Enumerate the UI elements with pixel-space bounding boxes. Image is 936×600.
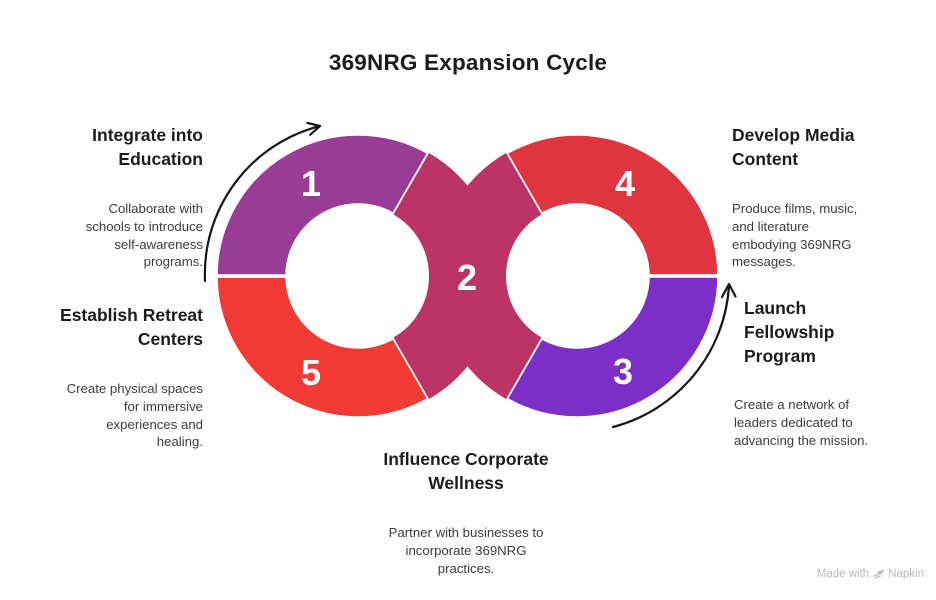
step-4-label: Develop Media Content Produce films, mus… [732,106,932,289]
segment-2-arc-left [391,150,502,402]
segment-3-number: 3 [613,351,633,392]
segment-1-number: 1 [301,163,321,204]
segment-1-arc [214,132,432,278]
step-5-title: Establish Retreat Centers [60,305,203,349]
napkin-logo-icon [873,569,885,579]
watermark-brand-text: Napkin [888,567,924,580]
step-4-title: Develop Media Content [732,125,855,169]
segment-2-band-fill [393,153,501,399]
napkin-watermark[interactable]: Made with Napkin [817,567,924,580]
step-5-label: Establish Retreat Centers Create physica… [3,286,203,469]
page-title: 369NRG Expansion Cycle [328,50,608,75]
flow-arrow-end [611,282,737,429]
segment-5-arc [214,274,502,420]
step-1-label: Integrate into Education Collaborate wit… [3,106,203,289]
step-2-description: Partner with businesses to incorporate 3… [388,524,544,576]
segment-3-arc [503,274,721,420]
step-3-title: Launch Fellowship Program [744,298,835,366]
step-1-description: Collaborate with schools to introduce se… [85,200,203,270]
segment-4-number: 4 [615,163,635,204]
flow-arrow-start [203,121,322,283]
watermark-made-with-text: Made with [816,567,870,580]
segment-5-number: 5 [301,352,321,393]
step-3-description: Create a network of leaders dedicated to… [734,397,869,449]
step-3-label: Launch Fellowship Program Create a netwo… [734,279,930,468]
segment-4-arc [451,132,721,278]
step-1-title: Integrate into Education [92,125,203,169]
segment-2-number: 2 [457,257,477,298]
segment-2-band-fill [434,153,542,399]
step-5-description: Create physical spaces for immersive exp… [66,380,203,450]
step-2-title: Influence Corporate Wellness [383,449,549,493]
segment-2-arc-right [433,150,544,402]
step-2-label: Influence Corporate Wellness Partner wit… [336,430,596,595]
step-4-description: Produce films, music, and literature emb… [732,200,858,270]
